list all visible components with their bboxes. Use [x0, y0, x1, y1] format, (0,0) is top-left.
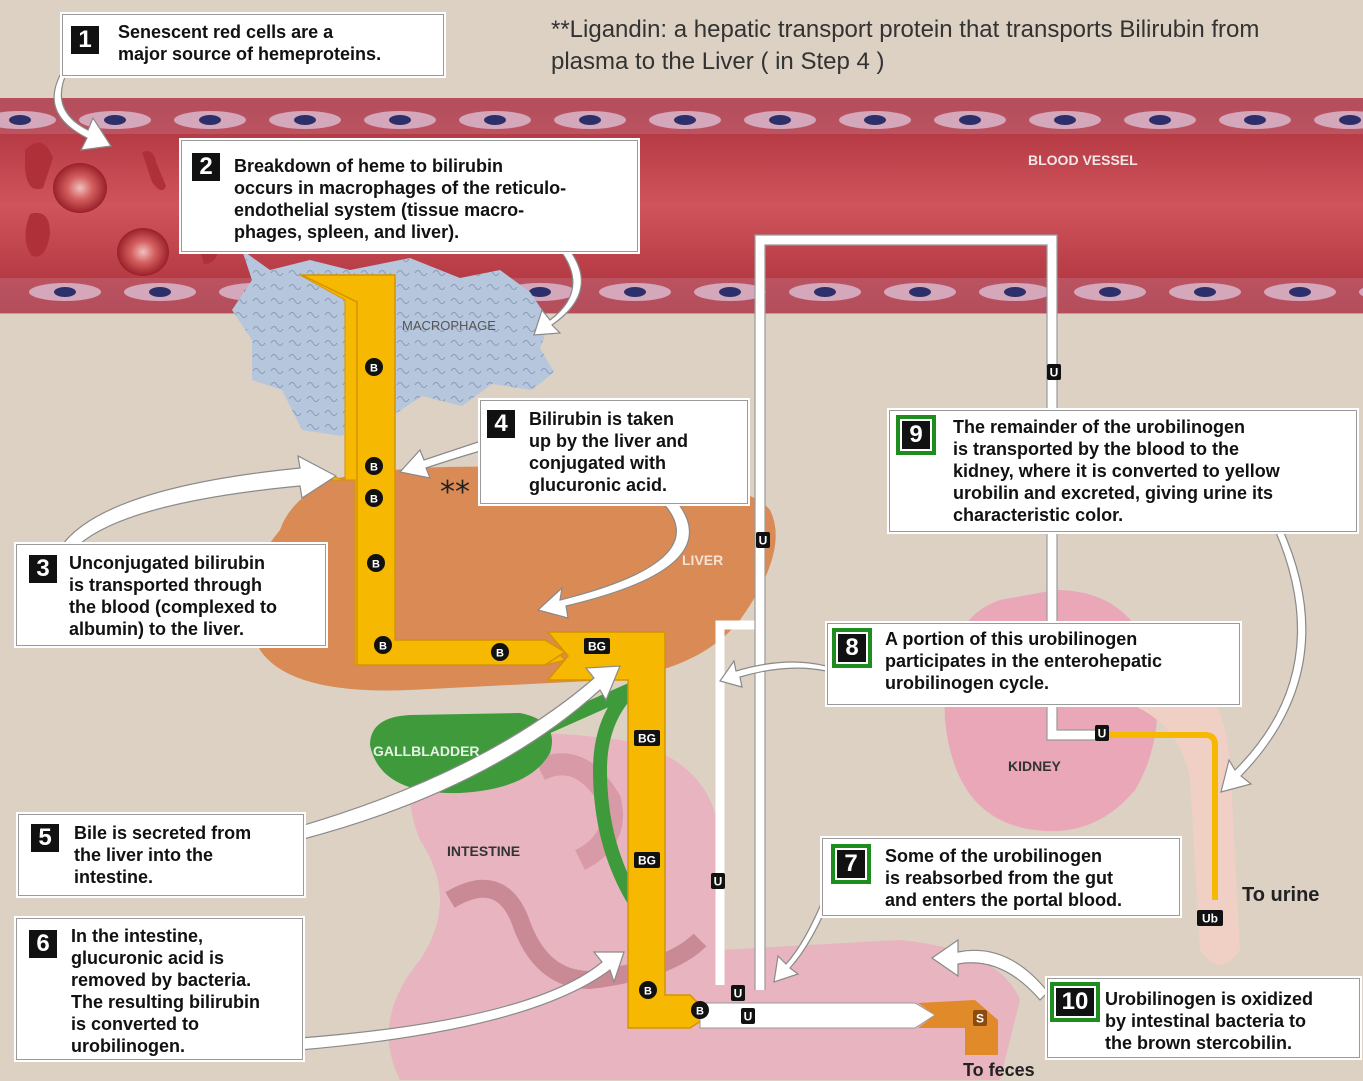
step-3-number: 3	[29, 555, 57, 583]
step-5-text: Bile is secreted from the liver into the…	[74, 822, 251, 888]
kidney-label: KIDNEY	[1008, 758, 1061, 774]
feces-pathway	[700, 1003, 935, 1028]
tag-label: B	[496, 648, 504, 660]
tag-bg: BG	[584, 638, 610, 654]
tag-label: U	[759, 534, 768, 548]
tag-b: B	[365, 489, 383, 507]
tag-label: U	[1050, 366, 1059, 380]
step-6-text: In the intestine, glucuronic acid is rem…	[71, 925, 260, 1057]
tag-label: B	[370, 494, 378, 506]
step-8-number: 8	[838, 634, 866, 662]
tag-b: B	[367, 554, 385, 572]
tag-s: S	[973, 1010, 987, 1026]
macrophage-label: MACROPHAGE	[402, 318, 496, 333]
tag-b: B	[374, 636, 392, 654]
step-2-text: Breakdown of heme to bilirubin occurs in…	[234, 155, 566, 243]
tag-label: B	[379, 641, 387, 653]
step-8-callout: 8 A portion of this urobilinogen partici…	[827, 623, 1240, 705]
step-5-number: 5	[31, 824, 59, 852]
tag-ub: Ub	[1197, 910, 1223, 926]
step-6-callout: 6 In the intestine, glucuronic acid is r…	[16, 918, 303, 1060]
tag-label: B	[370, 462, 378, 474]
tag-label: B	[644, 986, 652, 998]
step-5-callout: 5 Bile is secreted from the liver into t…	[18, 814, 304, 896]
step-9-text: The remainder of the urobilinogen is tra…	[953, 416, 1280, 526]
step-6-number: 6	[29, 930, 57, 958]
step-10-callout: 10 Urobilinogen is oxidized by intestina…	[1047, 978, 1360, 1058]
step-4-text: Bilirubin is taken up by the liver and c…	[529, 408, 688, 496]
tag-label: Ub	[1202, 912, 1218, 926]
tag-u: U	[756, 532, 770, 548]
tag-b: B	[491, 643, 509, 661]
step-10-number: 10	[1056, 988, 1094, 1016]
tag-b: B	[639, 981, 657, 999]
step-4-callout: 4 Bilirubin is taken up by the liver and…	[480, 400, 748, 504]
step-1-callout: 1 Senescent red cells are a major source…	[62, 14, 444, 76]
to-feces-label: To feces	[963, 1060, 1035, 1081]
step-7-number: 7	[837, 850, 865, 878]
tag-label: BG	[638, 854, 656, 868]
step-7-callout: 7 Some of the urobilinogen is reabsorbed…	[822, 838, 1180, 916]
tag-u: U	[1047, 364, 1061, 380]
intestine-label: INTESTINE	[447, 843, 520, 859]
liver-label: LIVER	[682, 552, 723, 568]
ligandin-marker: **	[440, 478, 470, 508]
tag-label: S	[976, 1012, 984, 1026]
tag-u: U	[741, 1008, 755, 1024]
step-3-callout: 3 Unconjugated bilirubin is transported …	[16, 544, 326, 646]
step-1-number: 1	[71, 26, 99, 54]
tag-label: U	[744, 1010, 753, 1024]
to-urine-label: To urine	[1242, 884, 1319, 907]
tag-label: BG	[588, 640, 606, 654]
blood-vessel-label: BLOOD VESSEL	[1028, 152, 1138, 168]
tag-b: B	[365, 457, 383, 475]
tag-label: B	[370, 363, 378, 375]
step-3-text: Unconjugated bilirubin is transported th…	[69, 552, 277, 640]
tag-bg: BG	[634, 730, 660, 746]
ligandin-note: **Ligandin: a hepatic transport protein …	[551, 14, 1351, 78]
step-10-text: Urobilinogen is oxidized by intestinal b…	[1105, 988, 1313, 1054]
tag-label: BG	[638, 732, 656, 746]
tag-label: U	[714, 875, 723, 889]
step-7-text: Some of the urobilinogen is reabsorbed f…	[885, 845, 1122, 911]
step-2-number: 2	[192, 153, 220, 181]
tag-u: U	[711, 873, 725, 889]
step-8-text: A portion of this urobilinogen participa…	[885, 628, 1162, 694]
tag-u: U	[1095, 725, 1109, 741]
tag-label: U	[734, 987, 743, 1001]
step-9-number: 9	[902, 421, 930, 449]
step-9-callout: 9 The remainder of the urobilinogen is t…	[889, 410, 1357, 532]
tag-label: U	[1098, 727, 1107, 741]
gallbladder-label: GALLBLADDER	[373, 743, 480, 759]
tag-b: B	[365, 358, 383, 376]
tag-label: B	[372, 559, 380, 571]
step-1-text: Senescent red cells are a major source o…	[118, 21, 381, 65]
step-4-number: 4	[487, 410, 515, 438]
step-2-callout: 2 Breakdown of heme to bilirubin occurs …	[181, 140, 638, 252]
tag-bg: BG	[634, 852, 660, 868]
tag-label: B	[696, 1006, 704, 1018]
tag-u: U	[731, 985, 745, 1001]
tag-b: B	[691, 1001, 709, 1019]
